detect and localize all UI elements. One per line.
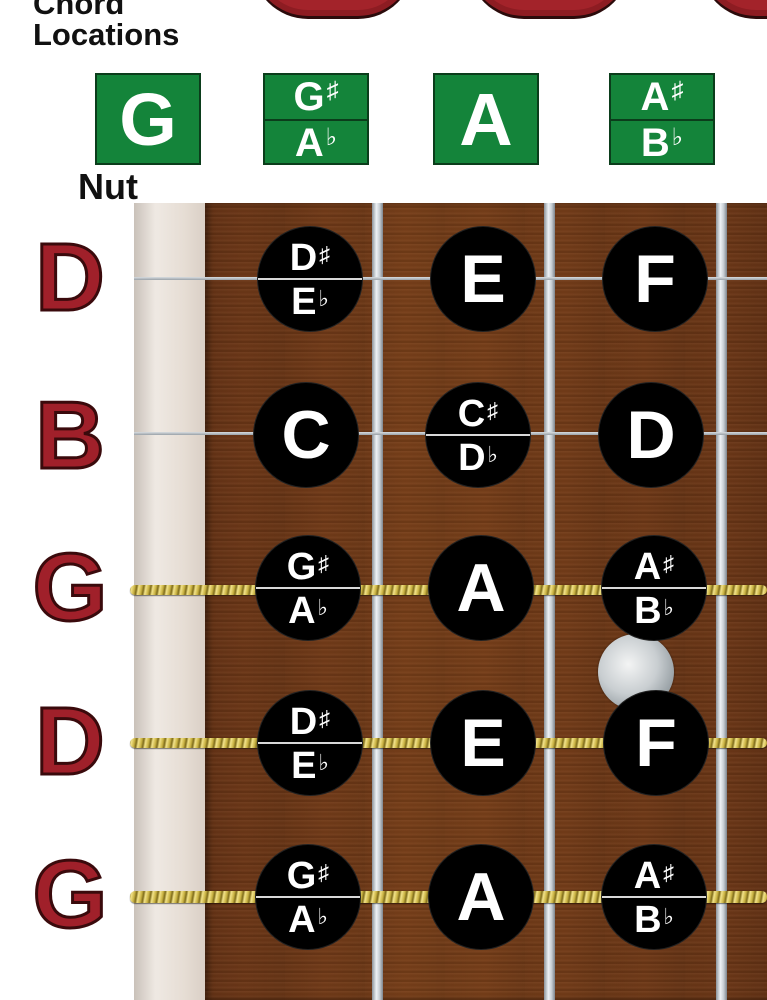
accidental-symbol: ♯ bbox=[318, 551, 330, 576]
nut-label: Nut bbox=[78, 166, 138, 207]
note-e: E bbox=[431, 227, 535, 331]
accidental-symbol: ♯ bbox=[318, 860, 330, 885]
nut bbox=[134, 203, 206, 1000]
string-label-1: D bbox=[34, 224, 106, 331]
note-name: B bbox=[634, 590, 662, 632]
flat-symbol: ♭ bbox=[671, 123, 684, 151]
sharp-symbol: ♯ bbox=[671, 77, 684, 104]
note-f: F bbox=[604, 691, 708, 795]
chord-top-name: A bbox=[640, 74, 670, 119]
decorative-banner bbox=[240, 0, 767, 18]
note-f: F bbox=[603, 227, 707, 331]
accidental-symbol: ♭ bbox=[317, 595, 328, 620]
note-d-sharp-e-flat: D♯ E♭ bbox=[258, 227, 362, 331]
accidental-symbol: ♭ bbox=[487, 442, 498, 467]
accidental-symbol: ♭ bbox=[317, 904, 328, 929]
note-name: A bbox=[633, 546, 662, 588]
note-name: A bbox=[633, 855, 662, 897]
note-name: C bbox=[457, 393, 486, 435]
accidental-symbol: ♭ bbox=[318, 286, 329, 311]
chord-box-g-sharp-a-flat: G♯ A♭ bbox=[263, 73, 369, 165]
chord-top-name: G bbox=[293, 74, 325, 119]
note-name: G bbox=[286, 855, 317, 897]
string-label-2: B bbox=[34, 382, 106, 489]
sharp-symbol: ♯ bbox=[326, 77, 339, 104]
note-c: C bbox=[254, 383, 358, 487]
chord-name: G bbox=[119, 77, 177, 161]
note-g-sharp-a-flat: G♯ A♭ bbox=[256, 536, 360, 640]
note-name: F bbox=[635, 705, 677, 781]
accidental-symbol: ♭ bbox=[663, 904, 674, 929]
note-a: A bbox=[429, 536, 533, 640]
note-name: C bbox=[281, 397, 331, 473]
accidental-symbol: ♯ bbox=[663, 860, 675, 885]
chord-bottom-name: A bbox=[294, 120, 324, 165]
note-name: E bbox=[460, 241, 506, 317]
note-name: F bbox=[634, 241, 676, 317]
title-line-2: Locations bbox=[33, 17, 180, 52]
note-name: A bbox=[288, 590, 316, 632]
note-name: E bbox=[291, 745, 317, 787]
note-name: A bbox=[456, 859, 506, 935]
title-line-1: Chord bbox=[33, 0, 125, 21]
note-name: B bbox=[634, 899, 662, 941]
note-a-sharp-b-flat: A♯ B♭ bbox=[602, 845, 706, 949]
accidental-symbol: ♭ bbox=[663, 595, 674, 620]
note-name: G bbox=[286, 546, 317, 588]
accidental-symbol: ♯ bbox=[319, 242, 331, 267]
string-label-4: D bbox=[34, 688, 106, 795]
note-name: D bbox=[289, 701, 318, 743]
fret-wire-3 bbox=[716, 203, 727, 1000]
note-c-sharp-d-flat: C♯ D♭ bbox=[426, 383, 530, 487]
string-label-3: G bbox=[31, 534, 109, 641]
flat-symbol: ♭ bbox=[325, 123, 338, 151]
accidental-symbol: ♯ bbox=[663, 551, 675, 576]
note-e: E bbox=[431, 691, 535, 795]
string-label-5: G bbox=[31, 841, 109, 948]
note-name: D bbox=[626, 397, 676, 473]
note-g-sharp-a-flat: G♯ A♭ bbox=[256, 845, 360, 949]
note-name: A bbox=[456, 550, 506, 626]
chord-locations-title: Chord Locations bbox=[33, 0, 179, 50]
note-name: D bbox=[289, 237, 318, 279]
note-d: D bbox=[599, 383, 703, 487]
fret-wire-1 bbox=[372, 203, 383, 1000]
chord-bottom-name: B bbox=[640, 120, 670, 165]
note-d-sharp-e-flat: D♯ E♭ bbox=[258, 691, 362, 795]
chord-box-a-sharp-b-flat: A♯ B♭ bbox=[609, 73, 715, 165]
chord-name: A bbox=[459, 77, 513, 161]
chord-box-a: A bbox=[433, 73, 539, 165]
note-name: E bbox=[460, 705, 506, 781]
note-name: D bbox=[458, 437, 486, 479]
accidental-symbol: ♯ bbox=[319, 706, 331, 731]
fret-wire-2 bbox=[544, 203, 555, 1000]
accidental-symbol: ♯ bbox=[487, 398, 499, 423]
note-a: A bbox=[429, 845, 533, 949]
chord-box-g: G bbox=[95, 73, 201, 165]
note-a-sharp-b-flat: A♯ B♭ bbox=[602, 536, 706, 640]
accidental-symbol: ♭ bbox=[318, 750, 329, 775]
note-name: E bbox=[291, 281, 317, 323]
note-name: A bbox=[288, 899, 316, 941]
